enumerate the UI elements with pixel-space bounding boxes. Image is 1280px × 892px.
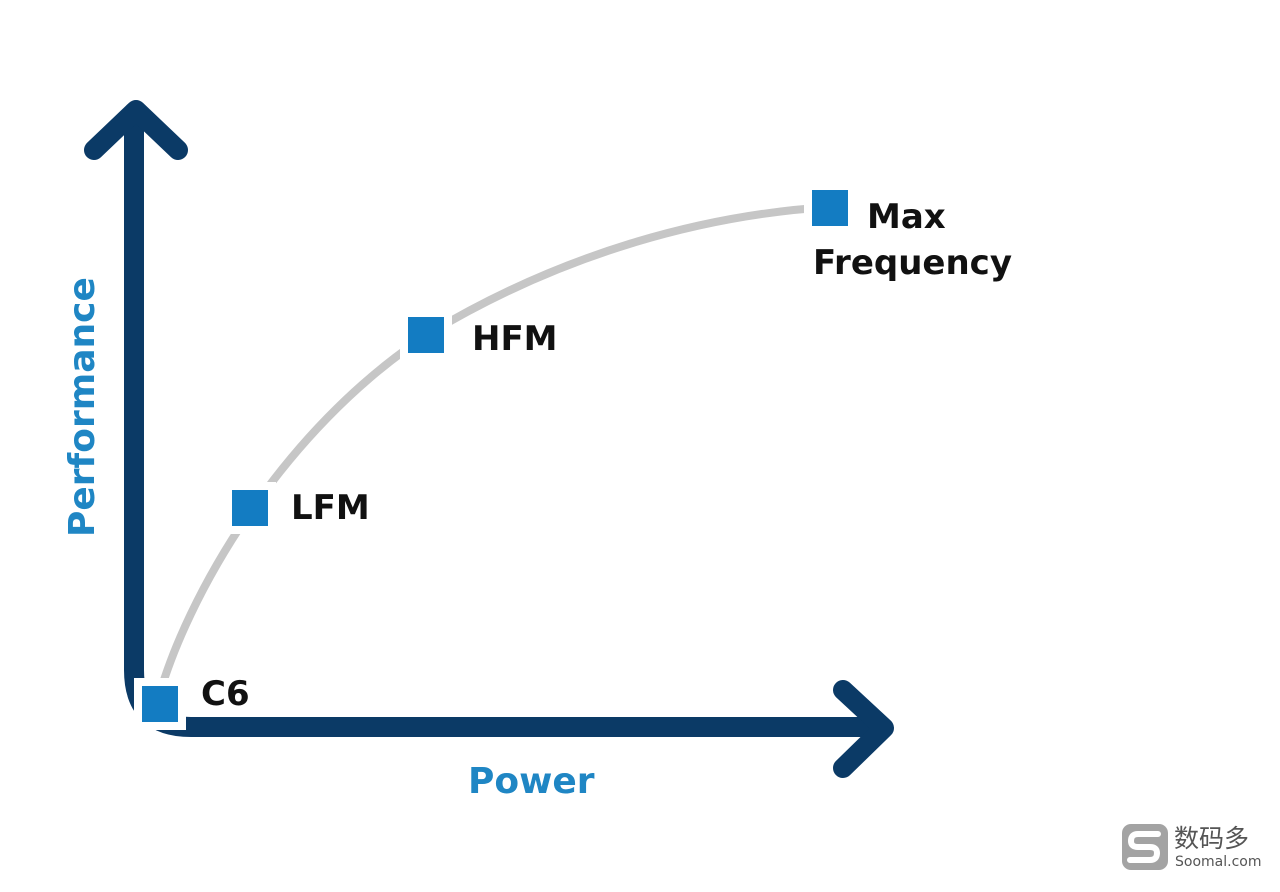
hfm-label: HFM <box>472 319 558 359</box>
soomal-logo-icon <box>1122 824 1168 870</box>
performance-power-curve <box>154 203 834 704</box>
c6-label: C6 <box>201 674 250 714</box>
y-axis <box>124 102 888 737</box>
lfm-marker <box>232 490 268 526</box>
operating-points <box>134 182 856 730</box>
x-axis-label: Power <box>468 761 595 802</box>
c6-marker <box>142 686 178 722</box>
hfm-marker <box>408 317 444 353</box>
watermark-domain: Soomal.com <box>1175 854 1261 870</box>
watermark-name: 数码多 <box>1174 824 1249 853</box>
y-axis-label: Performance <box>62 277 103 537</box>
lfm-label: LFM <box>291 488 370 528</box>
max-frequency-marker <box>812 190 848 226</box>
soomal-watermark: 数码多 Soomal.com <box>1122 824 1261 870</box>
y-axis-arrowhead <box>84 100 188 160</box>
max-frequency-label-line2: Frequency <box>813 243 1012 283</box>
x-axis-arrowhead <box>833 680 894 778</box>
max-frequency-label-line1: Max <box>867 197 946 237</box>
axes <box>84 100 894 778</box>
